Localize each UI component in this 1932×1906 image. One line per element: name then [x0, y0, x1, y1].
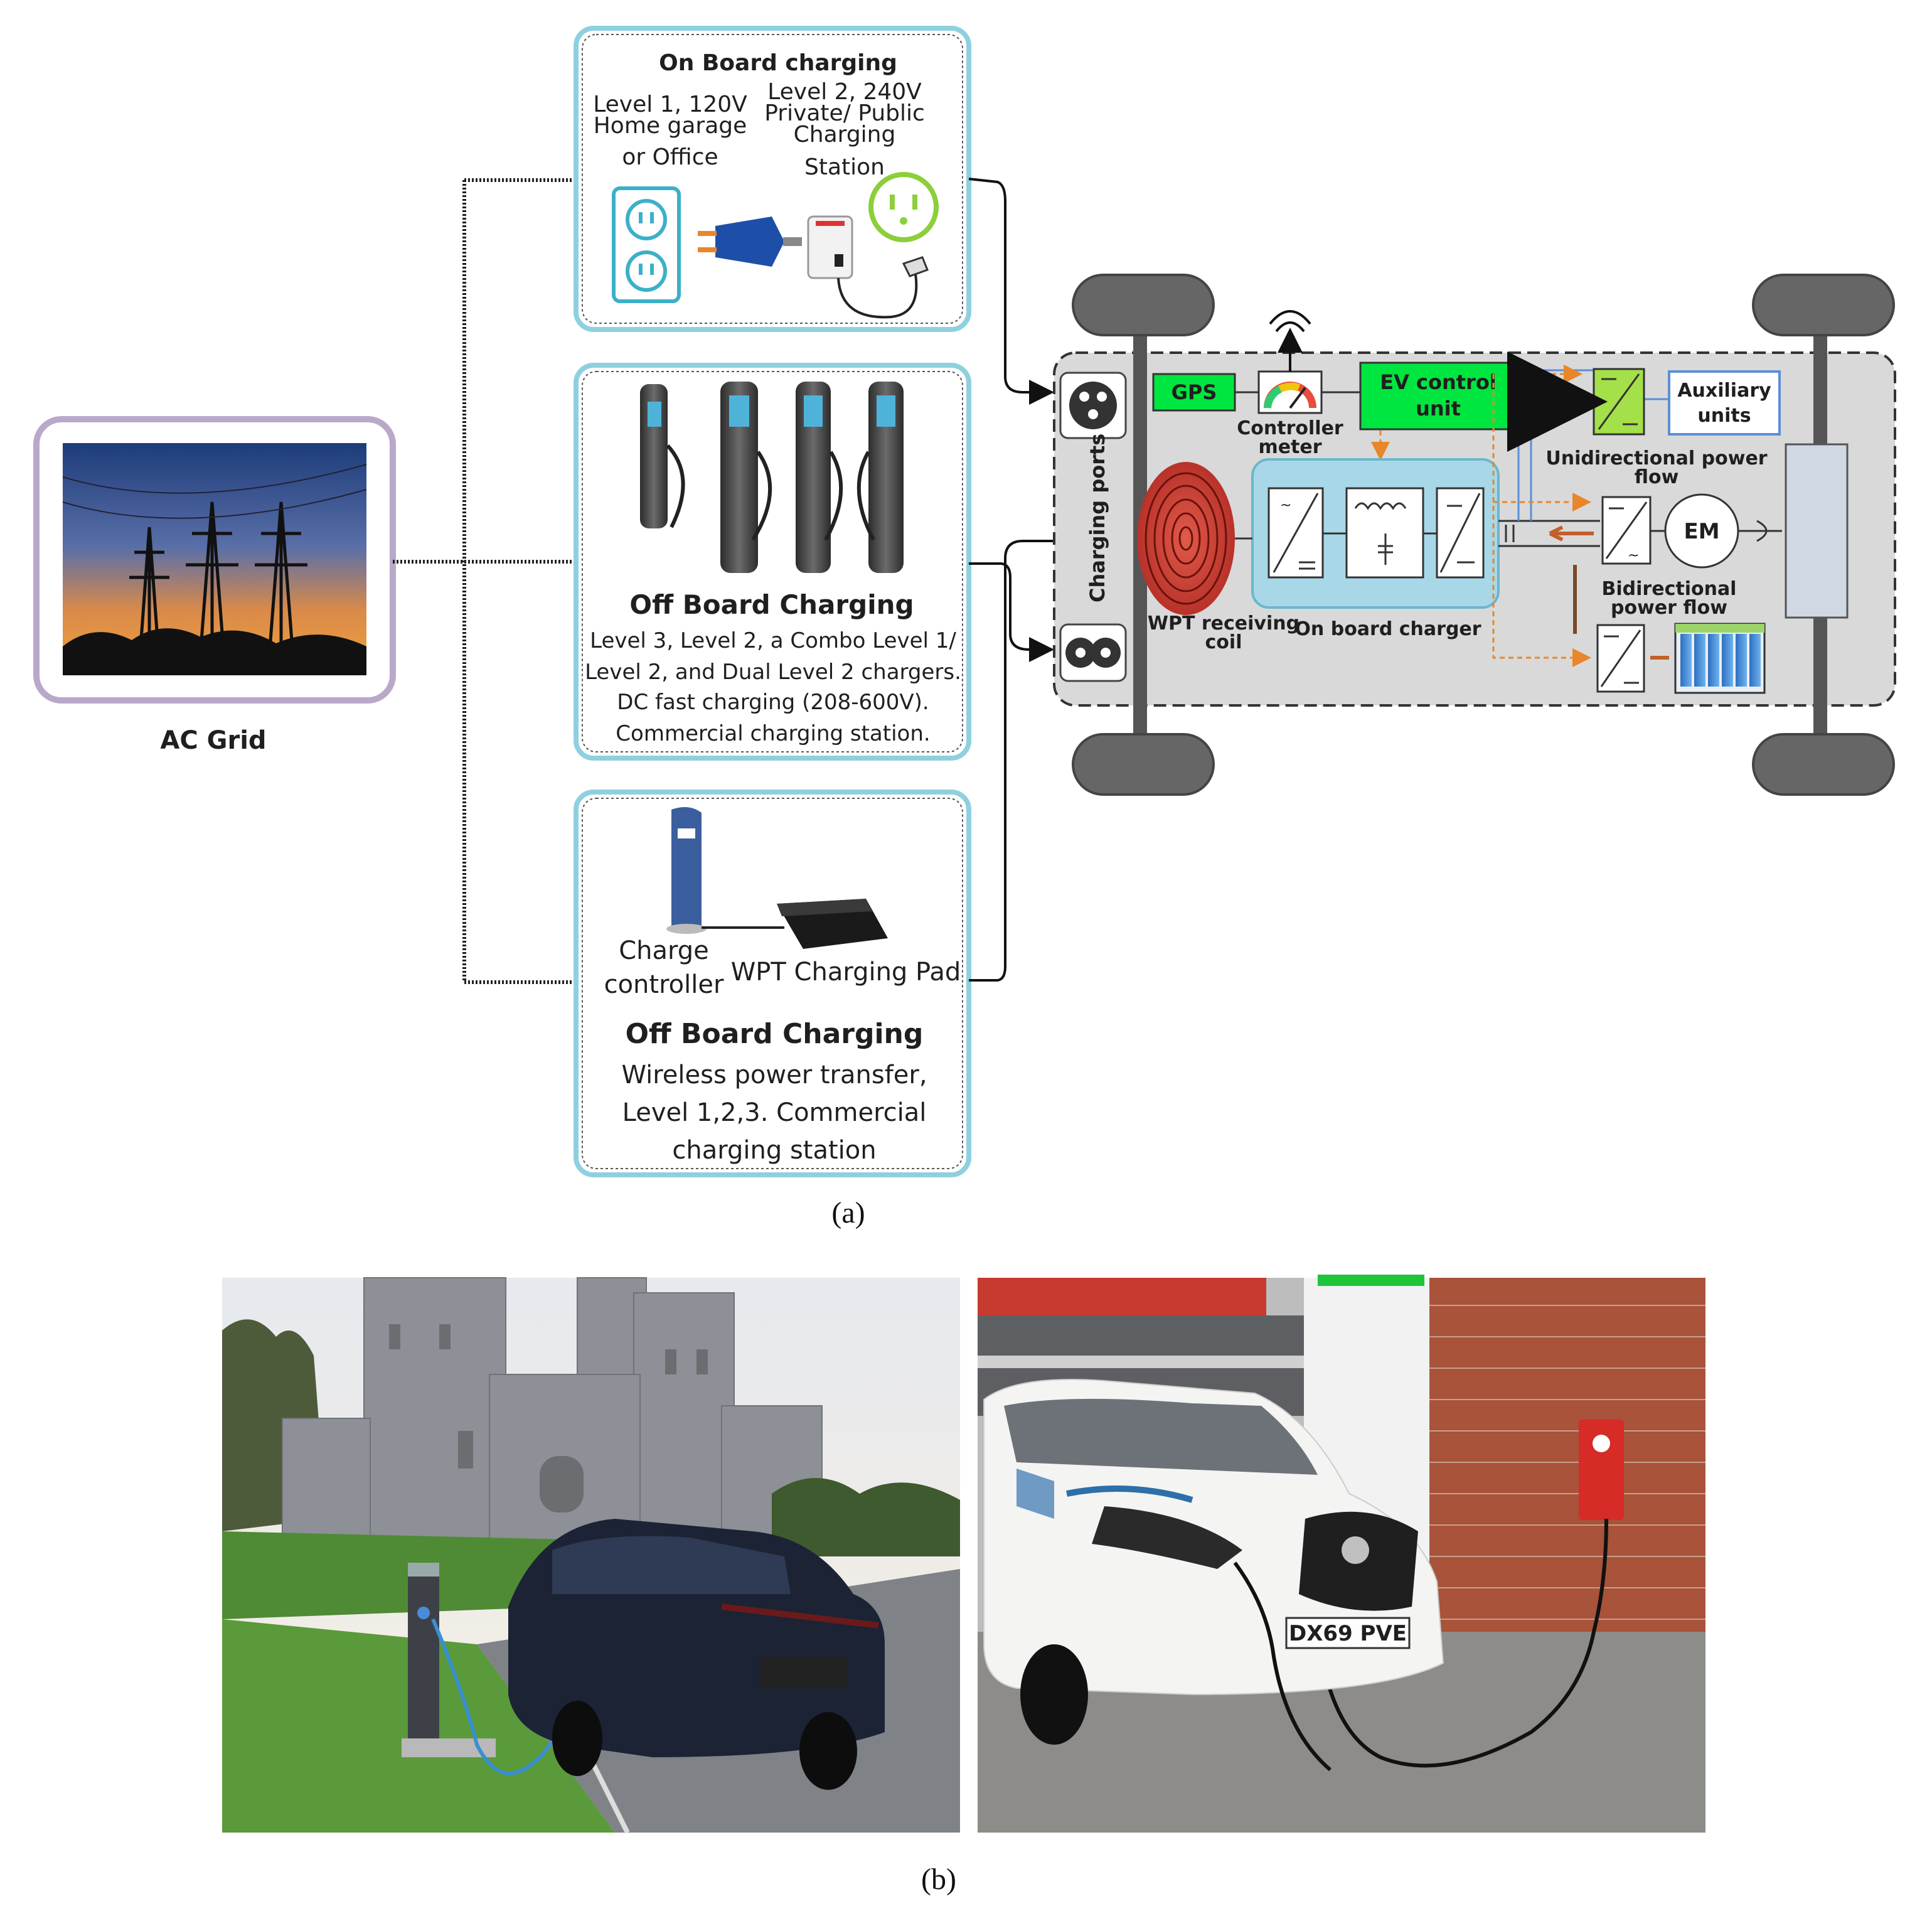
photo-tesla-charging [222, 1277, 960, 1834]
box-to-vehicle-arrows [968, 178, 1142, 982]
offboard-dc-desc-line: Level 2, and Dual Level 2 chargers. [585, 660, 961, 685]
charge-controller-label: Charge [619, 936, 709, 965]
level1-line: Level 1, 120V [593, 92, 747, 117]
offboard-dc-desc-line: Level 3, Level 2, a Combo Level 1/ [590, 628, 956, 653]
level2-wallbox-icon [807, 215, 929, 319]
offboard-dc-desc-line: DC fast charging (208-600V). [617, 690, 929, 715]
offboard-wireless-title: Off Board Charging [626, 1018, 924, 1050]
wpt-coil-label: WPT receiving [1148, 613, 1300, 634]
onboard-title: On Board charging [659, 50, 897, 76]
rear-axle-drive [1785, 443, 1849, 619]
level1-line: or Office [622, 144, 718, 170]
wpt-coil-label: coil [1205, 631, 1242, 653]
unidirectional-label: flow [1635, 466, 1679, 488]
level2-line: Station [804, 154, 885, 180]
charge-controller-icon [666, 807, 784, 934]
ev-control-label: EV control [1380, 370, 1497, 394]
bidirectional-label: power flow [1611, 597, 1727, 619]
onboard-charger-label: On board charger [1294, 618, 1481, 640]
dc-bus [1498, 520, 1600, 547]
auxiliary-label: units [1697, 405, 1751, 427]
ac-grid [33, 416, 396, 704]
level2-socket-icon [868, 172, 939, 242]
level2-line: Private/ Public [764, 100, 925, 126]
offboard-dc-desc-line: Commercial charging station. [616, 721, 930, 746]
caption-b: (b) [921, 1863, 956, 1896]
caption-a: (a) [831, 1196, 865, 1229]
inverter: ~ [1601, 496, 1652, 565]
level2-line: Level 2, 240V [767, 79, 922, 105]
bidirectional-arrow [1549, 525, 1594, 542]
wireless-desc-line: Wireless power transfer, [621, 1061, 927, 1090]
charging-port-icon [1059, 372, 1127, 439]
ev-control-label: unit [1416, 397, 1461, 420]
auxiliary-label: Auxiliary [1677, 380, 1771, 402]
battery-pack-icon [1674, 623, 1766, 694]
unidirectional-converter [1593, 368, 1645, 436]
svg-text:~: ~ [1280, 498, 1291, 513]
wireless-desc-line: Level 1,2,3. Commercial [622, 1098, 927, 1127]
transmission-towers-icon [62, 464, 367, 666]
bidirectional-label: Bidirectional [1602, 578, 1737, 600]
charge-controller-label: controller [604, 970, 724, 999]
wall-outlet-icon [612, 186, 681, 303]
wpt-charging-pad-icon [777, 899, 888, 949]
license-plate: DX69 PVE [1289, 1621, 1407, 1646]
level1-line: Home garage [594, 113, 747, 139]
ev-control-unit-box [1359, 361, 1517, 431]
gps-label: GPS [1171, 380, 1217, 404]
unidirectional-label: Unidirectional power [1545, 447, 1767, 469]
wpt-pad-label: WPT Charging Pad [731, 958, 961, 987]
controller-meter-label: Controller [1237, 417, 1343, 439]
auxiliary-units-box [1668, 370, 1781, 436]
level2-line: Charging [794, 122, 896, 147]
svg-text:~: ~ [1628, 548, 1639, 564]
controller-meter-label: meter [1258, 436, 1321, 458]
onboard-charger-block: ~ [1251, 458, 1500, 609]
grid-connectors [393, 178, 577, 984]
wpt-receiving-coil-icon [1137, 462, 1235, 615]
dc-charging-stations-icon [640, 382, 904, 573]
battery-converter [1596, 624, 1645, 693]
plug-icon [698, 217, 802, 267]
ac-grid-label: AC Grid [160, 726, 266, 755]
offboard-dc-title: Off Board Charging [629, 589, 914, 620]
charging-ports-label: Charging ports [1086, 434, 1109, 602]
wireless-desc-line: charging station [672, 1136, 876, 1165]
controller-meter-icon [1257, 310, 1323, 414]
charging-port-icon [1059, 623, 1127, 682]
em-label: EM [1684, 519, 1719, 544]
photo-mg-charging: DX69 PVE [978, 1275, 1705, 1833]
